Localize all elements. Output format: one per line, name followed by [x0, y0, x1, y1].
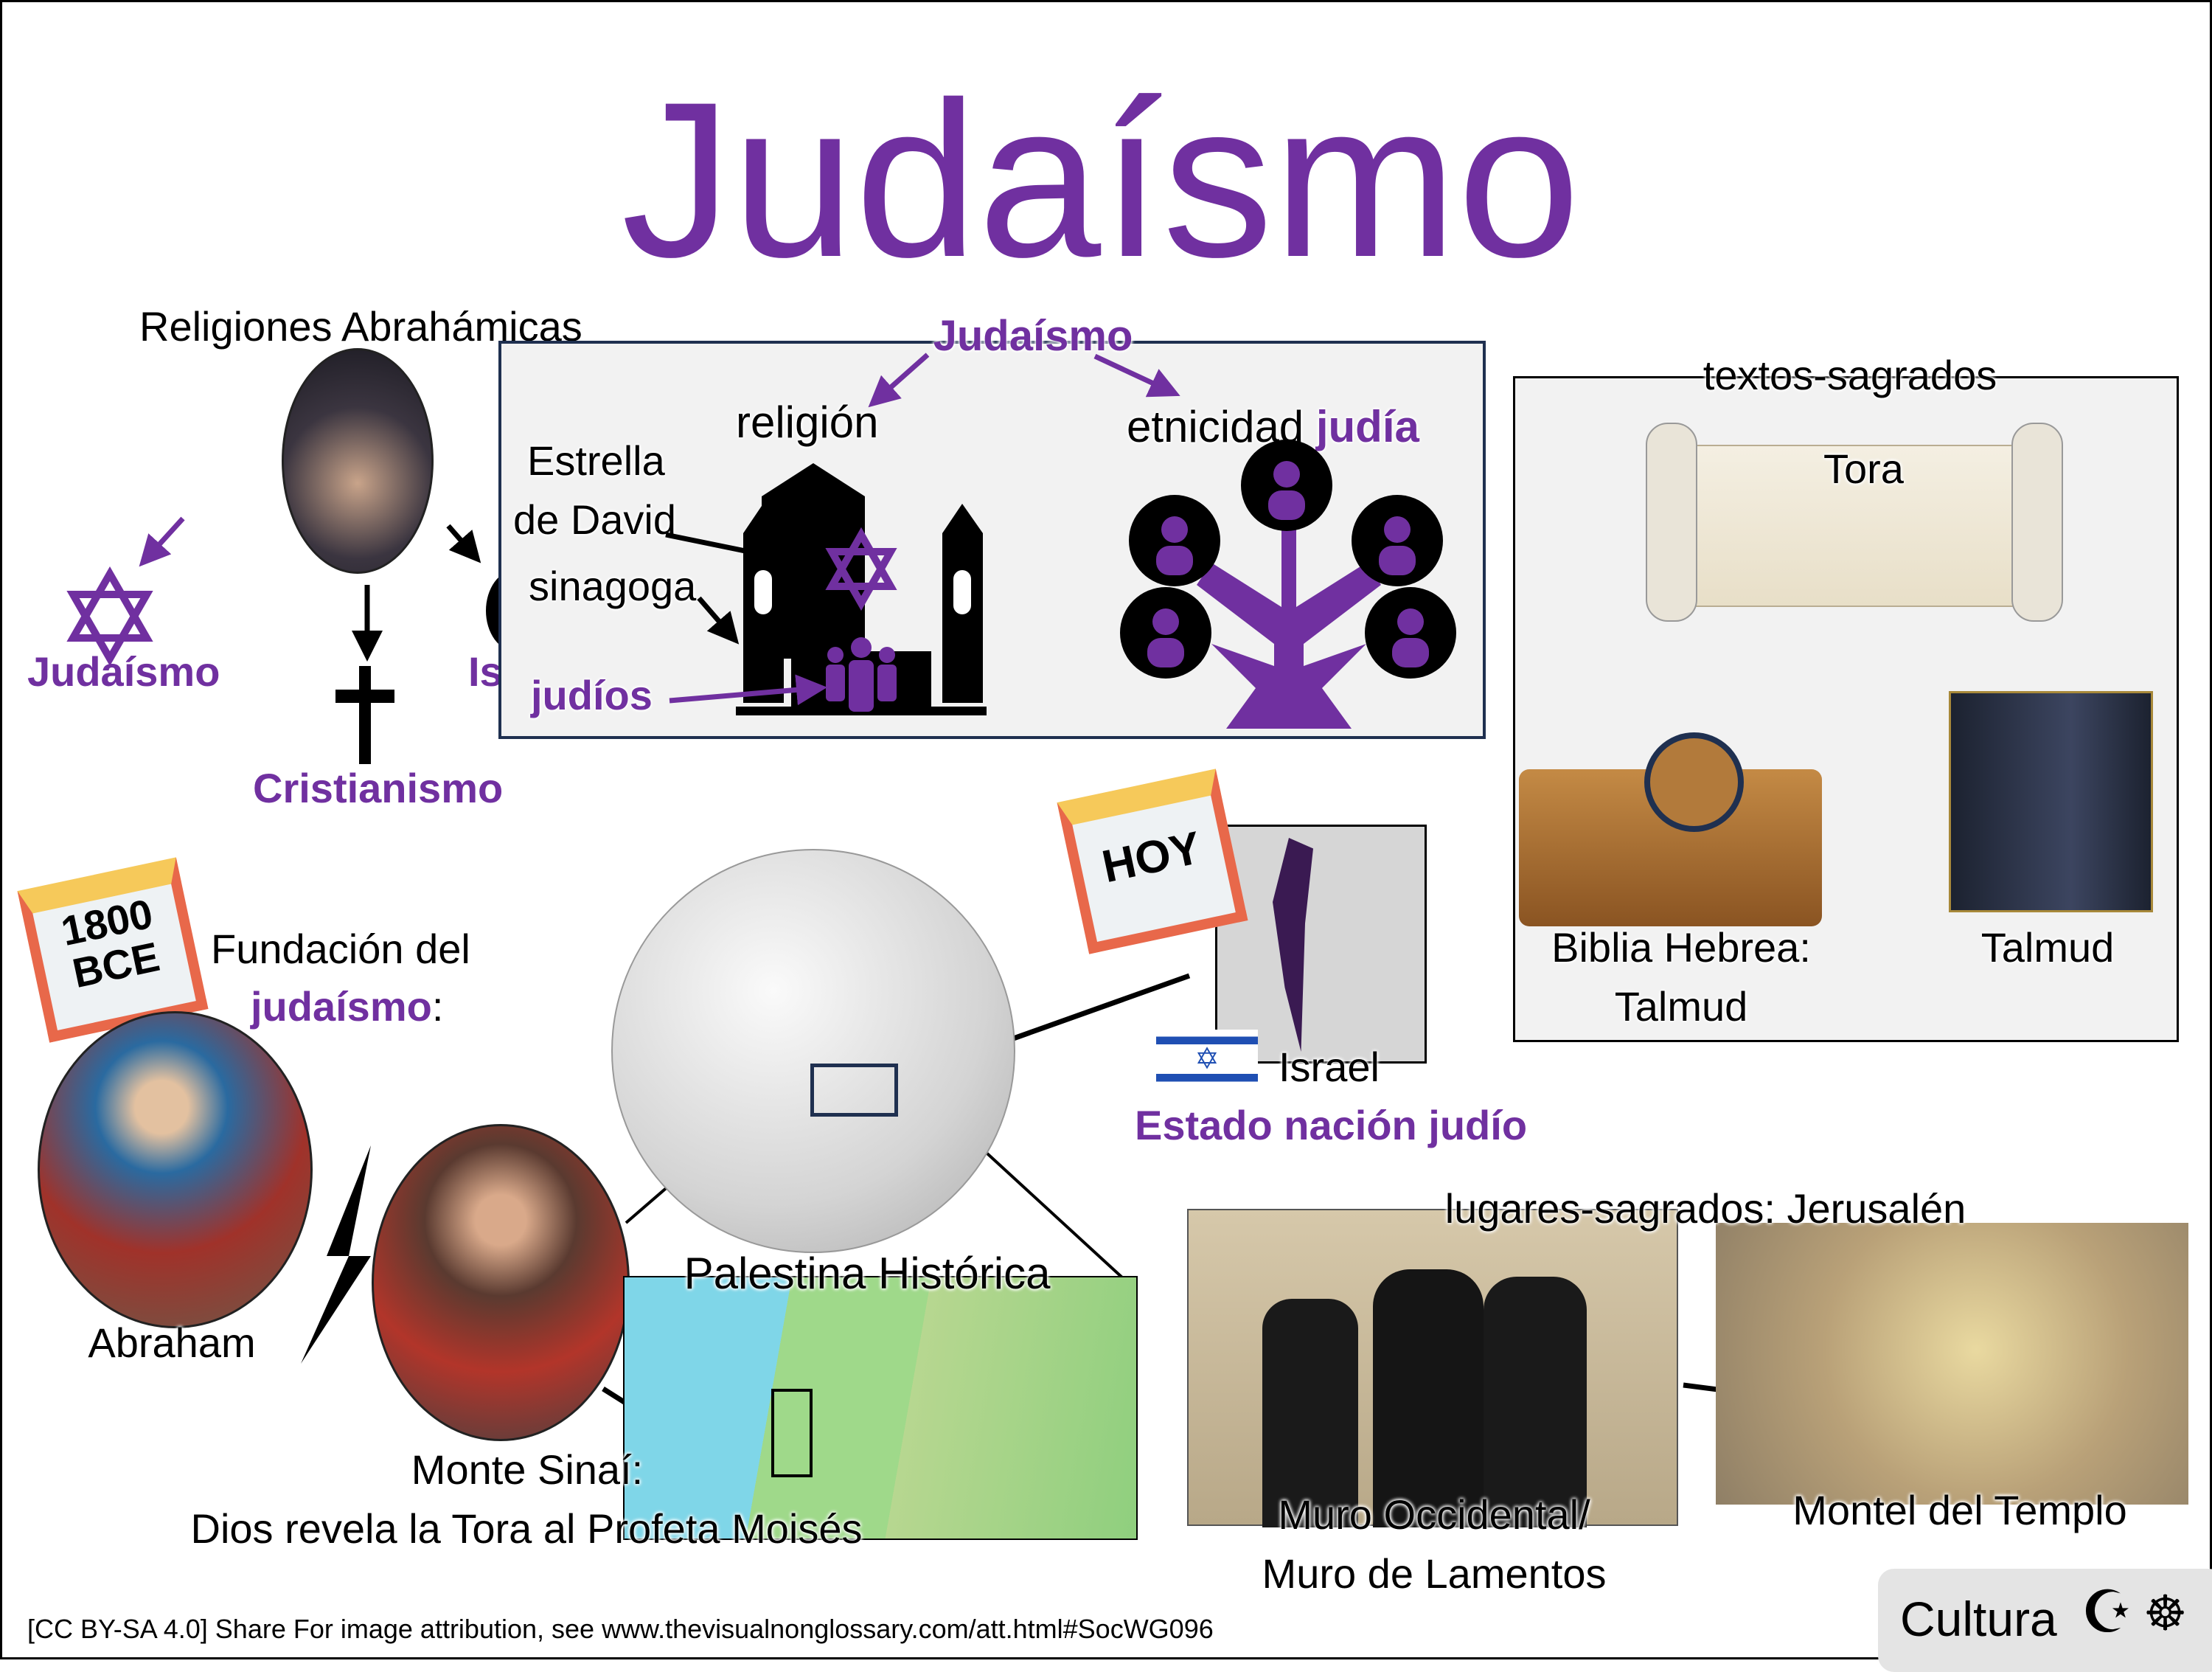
talmud-image — [1949, 691, 2153, 912]
abraham-portrait — [38, 1011, 313, 1328]
temple-mount-label: Montel del Templo — [1792, 1487, 2127, 1533]
estrella-label-1: Estrella — [527, 437, 665, 484]
judia-label: judía — [1315, 402, 1419, 451]
temple-mount-image — [1716, 1223, 2188, 1505]
culture-label: Cultura — [1900, 1592, 2057, 1646]
muro-label-1: Muro Occidental/ — [1278, 1491, 1590, 1538]
mask-icon: ☸ — [2143, 1586, 2188, 1640]
globe-region-box — [810, 1064, 898, 1117]
people-group-icon — [826, 637, 897, 712]
judaismo-founding-label: judaísmo — [251, 983, 432, 1030]
palestine-map-image — [623, 1276, 1138, 1540]
islam-label-partial: Is — [468, 648, 503, 695]
palestine-highlight-box — [771, 1389, 813, 1477]
panel-title: Judaísmo — [933, 312, 1133, 360]
muro-label-2: Muro de Lamentos — [1262, 1550, 1607, 1597]
tora-label: Tora — [1823, 445, 1904, 492]
calendar-hoy-icon: HOY — [1057, 769, 1248, 954]
globe-image — [611, 849, 1015, 1253]
palestina-label: Palestina Histórica — [684, 1249, 1051, 1298]
abrahamic-heading: Religiones Abrahámicas — [139, 303, 582, 350]
biblia-label-2: Talmud — [1614, 983, 1748, 1030]
fundacion-label: Fundación del — [211, 926, 470, 972]
sacred-texts-label: textos-sagrados — [1703, 352, 1997, 398]
places-label: lugares-sagrados: Jerusalén — [1444, 1185, 1966, 1232]
judaismo-label: Judaísmo — [27, 648, 220, 695]
estado-label: Estado nación judío — [1135, 1102, 1528, 1148]
abraham-label: Abraham — [88, 1319, 256, 1366]
talmud-label: Talmud — [1980, 924, 2115, 971]
abraham-isaac-painting — [282, 348, 434, 574]
israel-label: Israel — [1279, 1044, 1380, 1090]
judios-label: judíos — [531, 672, 653, 718]
sinai-description: Dios revela la Tora al Profeta Moisés — [190, 1505, 863, 1552]
attribution-text: [CC BY-SA 4.0] Share For image attributi… — [27, 1614, 1214, 1644]
family-tree-icon — [1120, 440, 1456, 729]
sinai-label: Monte Sinaí: — [411, 1446, 644, 1493]
sinagoga-label: sinagoga — [529, 563, 697, 609]
religion-label: religión — [736, 398, 879, 447]
israel-flag-icon: ✡ — [1156, 1030, 1258, 1089]
crescent-star-icon: ☪ — [2081, 1579, 2134, 1645]
estrella-label-2: de David — [513, 496, 677, 543]
page-title: Judaísmo — [621, 55, 1581, 303]
lightning-icon — [301, 1145, 371, 1364]
cross-icon-bar — [335, 690, 394, 703]
western-wall-image — [1187, 1209, 1678, 1527]
israel-map-image — [1215, 825, 1427, 1064]
moses-portrait — [372, 1124, 630, 1441]
biblia-label-1: Biblia Hebrea: — [1551, 924, 1811, 971]
culture-badge: Cultura ☪ ☸ — [1878, 1569, 2212, 1672]
cristianismo-label: Cristianismo — [253, 765, 504, 811]
star-of-david-icon — [66, 527, 897, 667]
